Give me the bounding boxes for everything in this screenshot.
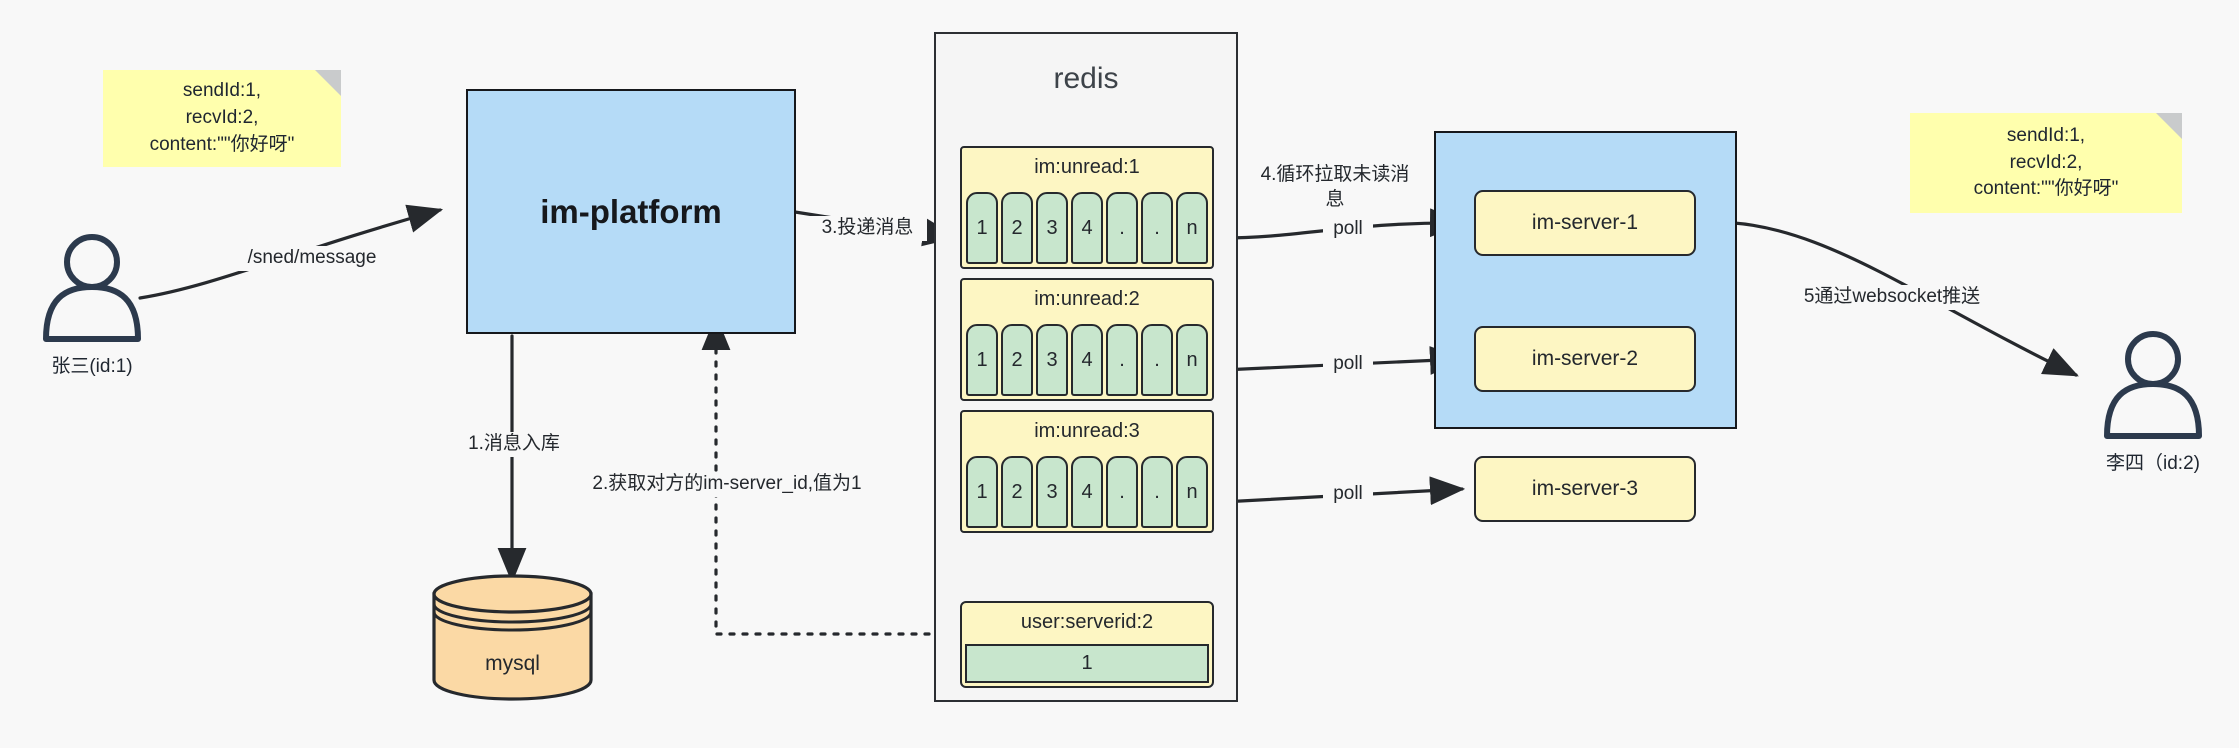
im-platform-label: im-platform: [540, 192, 722, 230]
mysql-label: mysql: [485, 652, 540, 675]
im-server-3-label: im-server-3: [1531, 477, 1639, 500]
user-icon: [43, 234, 141, 342]
edge-label-step2: 2.获取对方的im-server_id,值为1: [575, 472, 879, 497]
edge-label-step3: 3.投递消息: [808, 216, 927, 241]
actor-receiver: 李四（id:2): [2093, 330, 2213, 475]
actor-receiver-label: 李四（id:2): [2106, 453, 2200, 474]
list-cell: .: [1106, 324, 1138, 396]
redis-key-3-label: im:unread:3: [1034, 420, 1140, 442]
edge-label-step5: 5通过websocket推送: [1780, 285, 2004, 310]
edge-label-poll-1: poll: [1323, 217, 1373, 242]
list-cell: 4: [1071, 324, 1103, 396]
redis-key-group-3[interactable]: im:unread:3 1 2 3 4 . . n: [960, 410, 1214, 533]
redis-value-group[interactable]: user:serverid:2 1: [960, 601, 1214, 688]
list-cell: n: [1176, 456, 1208, 528]
im-server-2-label: im-server-2: [1531, 347, 1639, 370]
edge-label-step1: 1.消息入库: [453, 432, 575, 457]
redis-value-key-label: user:serverid:2: [1020, 611, 1154, 633]
edge-label-poll-2: poll: [1323, 352, 1373, 377]
list-cell: 1: [966, 192, 998, 264]
service-redis-panel: redis im:unread:1 1 2 3 4 . . n im:unrea…: [934, 32, 1238, 702]
edge-label-poll-3: poll: [1323, 482, 1373, 507]
list-cell: 3: [1036, 324, 1068, 396]
list-cell: 3: [1036, 192, 1068, 264]
datastore-mysql[interactable]: mysql: [430, 572, 595, 702]
list-cell: n: [1176, 324, 1208, 396]
list-cell: .: [1141, 192, 1173, 264]
service-im-platform[interactable]: im-platform: [466, 89, 796, 334]
actor-sender: 张三(id:1): [32, 233, 152, 378]
im-server-1-label: im-server-1: [1531, 211, 1639, 234]
list-cell: 2: [1001, 192, 1033, 264]
redis-key-group-2[interactable]: im:unread:2 1 2 3 4 . . n: [960, 278, 1214, 401]
list-cell: .: [1106, 192, 1138, 264]
list-cell: 3: [1036, 456, 1068, 528]
redis-key-1-cells: 1 2 3 4 . . n: [966, 192, 1208, 264]
service-im-server-1[interactable]: im-server-1: [1474, 190, 1696, 256]
edge-label-step4: 4.循环拉取未读消 息: [1253, 163, 1417, 213]
list-cell: n: [1176, 192, 1208, 264]
redis-value-cell: 1: [965, 644, 1209, 683]
redis-key-2-label: im:unread:2: [1034, 288, 1140, 310]
list-cell: 4: [1071, 192, 1103, 264]
list-cell: .: [1141, 456, 1173, 528]
redis-key-2-cells: 1 2 3 4 . . n: [966, 324, 1208, 396]
list-cell: .: [1106, 456, 1138, 528]
service-im-server-3[interactable]: im-server-3: [1474, 456, 1696, 522]
note-left-text: sendId:1, recvId:2, content:""你好呀": [149, 80, 295, 155]
note-right: sendId:1, recvId:2, content:""你好呀": [1910, 113, 2182, 213]
list-cell: .: [1141, 324, 1173, 396]
list-cell: 4: [1071, 456, 1103, 528]
user-icon: [2104, 331, 2202, 439]
note-left: sendId:1, recvId:2, content:""你好呀": [103, 70, 341, 167]
list-cell: 2: [1001, 456, 1033, 528]
redis-key-group-1[interactable]: im:unread:1 1 2 3 4 . . n: [960, 146, 1214, 269]
note-fold-icon: [315, 70, 341, 96]
list-cell: 1: [966, 324, 998, 396]
redis-title: redis: [1053, 62, 1119, 95]
list-cell: 1: [966, 456, 998, 528]
note-fold-icon: [2156, 113, 2182, 139]
note-right-text: sendId:1, recvId:2, content:""你好呀": [1973, 124, 2119, 200]
redis-key-3-cells: 1 2 3 4 . . n: [966, 456, 1208, 528]
redis-key-1-label: im:unread:1: [1034, 156, 1140, 178]
cylinder-icon: [432, 574, 593, 701]
list-cell: 2: [1001, 324, 1033, 396]
edge-label-send-message: /sned/message: [230, 246, 394, 271]
actor-sender-label: 张三(id:1): [51, 356, 133, 377]
service-im-server-2[interactable]: im-server-2: [1474, 326, 1696, 392]
